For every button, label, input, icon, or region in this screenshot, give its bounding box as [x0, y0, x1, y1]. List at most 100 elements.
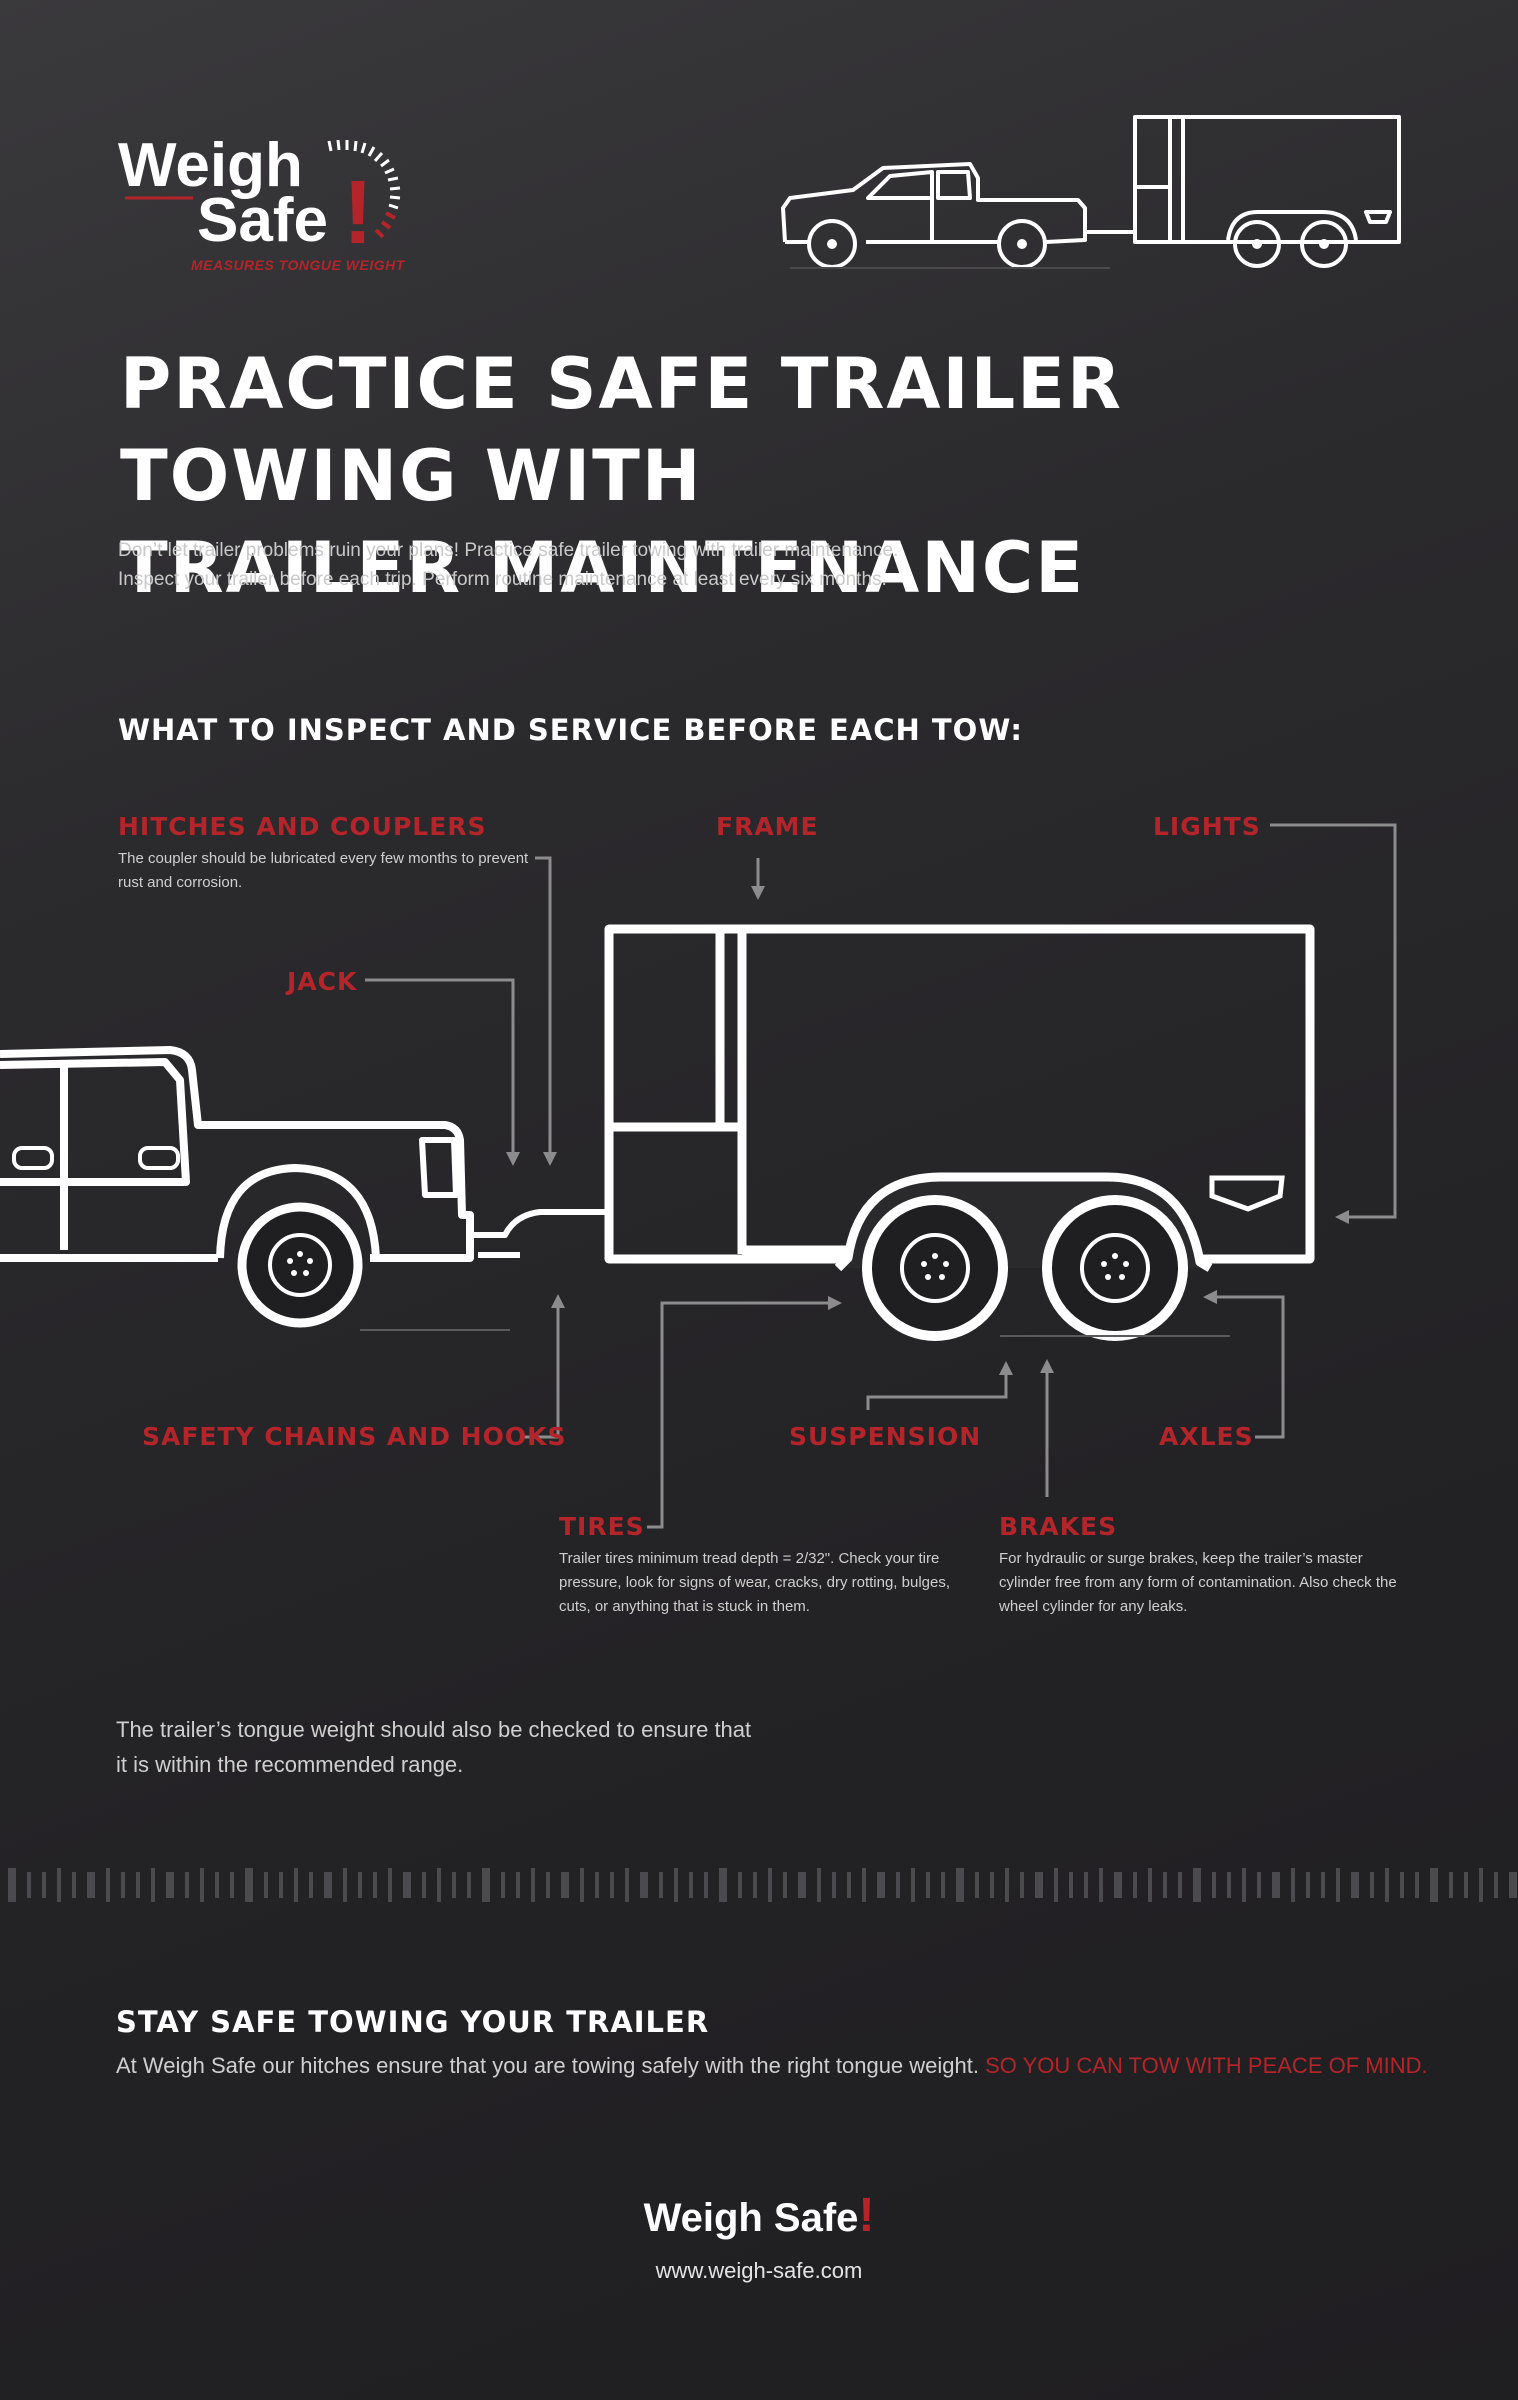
divider-tick — [1069, 1872, 1073, 1898]
divider-tick — [72, 1872, 76, 1898]
divider-tick — [151, 1868, 155, 1902]
stay-safe-text: At Weigh Safe our hitches ensure that yo… — [116, 2053, 1506, 2079]
desc-tires: Trailer tires minimum tread depth = 2/32… — [559, 1550, 951, 1615]
divider-tick — [452, 1872, 456, 1898]
divider-tick — [403, 1872, 411, 1898]
divider-tick — [1257, 1872, 1261, 1898]
divider-tick — [610, 1872, 614, 1898]
intro-paragraph: Don’t let trailer problems ruin your pla… — [118, 540, 899, 590]
divider-tick — [388, 1868, 392, 1902]
divider-tick — [1212, 1872, 1216, 1898]
divider-tick — [27, 1872, 31, 1898]
divider-tick — [798, 1872, 806, 1898]
divider-tick — [738, 1872, 742, 1898]
divider-tick — [1133, 1872, 1137, 1898]
divider-tick — [1005, 1868, 1009, 1902]
website-url[interactable]: www.weigh-safe.com — [655, 2258, 863, 2283]
divider-tick — [166, 1872, 174, 1898]
divider-tick — [279, 1872, 283, 1898]
divider-tick — [245, 1868, 253, 1902]
title-line-1: PRACTICE SAFE TRAILER TOWING WITH — [120, 343, 1123, 517]
footer-logo-text: Weigh Safe — [643, 2196, 859, 2240]
divider-tick — [1099, 1868, 1103, 1902]
divider-tick — [1385, 1868, 1389, 1902]
divider-tick — [373, 1872, 377, 1898]
label-safety-chains: SAFETY CHAINS AND HOOKS — [142, 1422, 567, 1451]
divider-tick — [1479, 1868, 1483, 1902]
divider-tick — [358, 1872, 362, 1898]
divider-tick — [911, 1868, 915, 1902]
logo-tagline: MEASURES TONGUE WEIGHT — [191, 257, 405, 273]
logo-word-safe: Safe — [197, 186, 328, 255]
divider-tick — [595, 1872, 599, 1898]
divider-tick — [1193, 1868, 1201, 1902]
label-tires: TIRES — [559, 1512, 645, 1541]
truck-trailer-icon — [781, 115, 1401, 269]
divider-tick — [324, 1872, 332, 1898]
logo-word-weigh: Weigh — [118, 131, 303, 200]
divider-tick — [1242, 1868, 1246, 1902]
divider-tick — [941, 1872, 945, 1898]
divider-tick — [215, 1872, 219, 1898]
divider-tick — [343, 1868, 347, 1902]
divider-tick — [1227, 1872, 1231, 1898]
divider-tick — [309, 1872, 313, 1898]
divider-tick — [659, 1872, 663, 1898]
label-axles: AXLES — [1159, 1422, 1254, 1451]
divider-tick — [561, 1872, 569, 1898]
divider-tick — [768, 1868, 772, 1902]
divider-tick — [501, 1872, 505, 1898]
divider-tick — [294, 1868, 298, 1902]
divider-tick — [1336, 1868, 1340, 1902]
divider-tick — [640, 1872, 648, 1898]
divider-tick — [437, 1868, 441, 1902]
page-title: PRACTICE SAFE TRAILER TOWING WITH TRAILE… — [120, 338, 1420, 614]
divider-tick — [783, 1872, 787, 1898]
divider-tick — [422, 1872, 426, 1898]
divider-tick — [8, 1868, 16, 1902]
divider-tick — [704, 1872, 708, 1898]
divider-tick — [87, 1872, 95, 1898]
divider-tick — [1449, 1872, 1453, 1898]
divider-tick — [1370, 1872, 1374, 1898]
divider-ticks — [8, 1868, 1517, 1902]
divider-tick — [185, 1872, 189, 1898]
stay-safe-body: At Weigh Safe our hitches ensure that yo… — [116, 2053, 979, 2078]
divider-tick — [1084, 1872, 1088, 1898]
label-hitches-couplers: HITCHES AND COUPLERS — [118, 812, 487, 841]
divider-tick — [689, 1872, 693, 1898]
footer-logo: Weigh Safe! — [0, 2188, 1518, 2243]
divider-tick — [1351, 1872, 1359, 1898]
divider-tick — [57, 1868, 61, 1902]
divider-tick — [531, 1868, 535, 1902]
divider-tick — [1400, 1872, 1404, 1898]
divider-tick — [1020, 1872, 1024, 1898]
divider-tick — [896, 1872, 900, 1898]
divider-tick — [847, 1872, 851, 1898]
label-brakes: BRAKES — [999, 1512, 1118, 1541]
divider-tick — [1178, 1872, 1182, 1898]
label-frame: FRAME — [716, 812, 819, 841]
desc-brakes: For hydraulic or surge brakes, keep the … — [999, 1550, 1397, 1615]
divider-tick — [1035, 1872, 1043, 1898]
divider-tick — [877, 1872, 885, 1898]
divider-tick — [482, 1868, 490, 1902]
gauge-icon — [125, 139, 401, 239]
divider-tick — [467, 1872, 471, 1898]
divider-tick — [1415, 1872, 1419, 1898]
label-jack: JACK — [287, 967, 358, 996]
divider-tick — [264, 1872, 268, 1898]
brand-logo: Weigh Safe ! MEASURES TONGUE WEIGHT — [115, 135, 435, 285]
divider-tick — [1291, 1868, 1295, 1902]
divider-tick — [926, 1872, 930, 1898]
divider-tick — [42, 1872, 46, 1898]
divider-tick — [136, 1872, 140, 1898]
divider-tick — [719, 1868, 727, 1902]
divider-tick — [200, 1868, 204, 1902]
divider-tick — [862, 1868, 866, 1902]
label-lights: LIGHTS — [1153, 812, 1261, 841]
divider-tick — [625, 1868, 629, 1902]
divider-tick — [1464, 1872, 1468, 1898]
divider-tick — [230, 1872, 234, 1898]
